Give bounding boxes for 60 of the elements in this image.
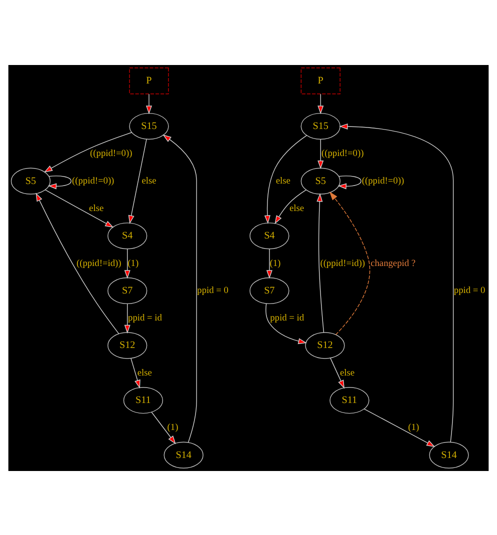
node-box: P <box>129 67 169 94</box>
node-ellipse: S14 <box>429 441 469 468</box>
node-ellipse: S11 <box>330 386 370 414</box>
arrow <box>329 191 370 335</box>
node-ellipse: S12 <box>305 332 345 358</box>
edge-label: ppid = 0 <box>197 286 228 296</box>
node-box: P <box>300 67 340 94</box>
edge-label: ((ppid!=0)) <box>90 148 132 159</box>
edge-label: ((ppid!=0)) <box>362 176 404 186</box>
edge-label: else <box>290 203 304 214</box>
edge-label: (1) <box>128 258 139 268</box>
arrow <box>330 357 344 388</box>
arrow <box>128 138 147 224</box>
edge-label: (1) <box>270 258 281 268</box>
arrow <box>162 134 197 442</box>
edge-label: else <box>142 176 156 186</box>
node-ellipse: S14 <box>164 441 204 468</box>
node-ellipse: S7 <box>108 276 148 304</box>
edge-label: else <box>137 368 152 378</box>
arrow <box>266 302 307 344</box>
arrow <box>364 408 436 447</box>
arrow <box>124 302 130 334</box>
edge-label: (1) <box>167 422 178 433</box>
arrow <box>151 411 176 444</box>
arrow <box>274 189 306 224</box>
arrow <box>338 175 362 189</box>
arrow <box>48 175 72 189</box>
edge-label: ppid = 0 <box>454 286 486 296</box>
arrow <box>146 93 152 114</box>
arrow <box>44 188 114 228</box>
node-ellipse: S15 <box>129 112 169 140</box>
edge-label: else <box>340 368 355 378</box>
arrow <box>36 192 120 334</box>
edge-label: ppid = id <box>270 313 304 324</box>
node-ellipse: S5 <box>300 167 340 194</box>
edge-label: changepid ? <box>370 258 416 268</box>
arrow <box>318 93 324 114</box>
node-ellipse: S7 <box>250 276 290 304</box>
edge-label: else <box>89 203 104 214</box>
node-ellipse: S5 <box>10 167 51 194</box>
arrow <box>124 248 130 278</box>
node-ellipse: S15 <box>300 112 340 140</box>
arrow <box>44 132 132 172</box>
edge-label: ((ppid!=0)) <box>72 176 114 186</box>
edge-label: (1) <box>408 422 420 433</box>
node-ellipse: S11 <box>123 386 164 414</box>
node-ellipse: S4 <box>108 222 148 249</box>
arrow <box>318 138 324 169</box>
arrow <box>264 134 308 224</box>
edge-label: ((ppid!=id)) <box>76 258 122 268</box>
arrow <box>316 192 324 332</box>
arrow <box>339 122 454 442</box>
arrow <box>266 248 272 278</box>
edge-label: ((ppid!=id)) <box>320 258 366 268</box>
node-ellipse: S4 <box>250 222 290 249</box>
edge-label: else <box>276 176 290 186</box>
arrow <box>130 358 140 388</box>
edge-label: ((ppid!=0)) <box>322 148 364 159</box>
node-ellipse: S12 <box>108 332 148 358</box>
edge-label: ppid = id <box>128 313 162 324</box>
